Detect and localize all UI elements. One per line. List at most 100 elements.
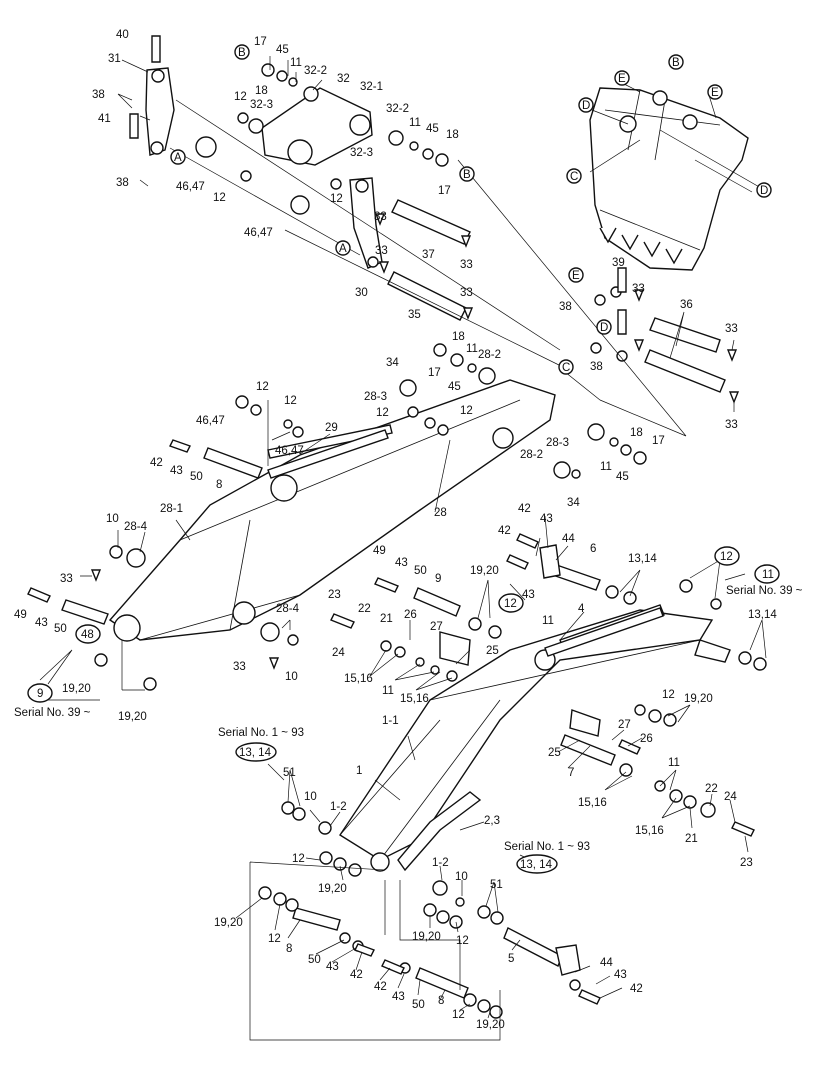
callout-12: 12 <box>452 1009 465 1021</box>
callout-23: 23 <box>740 857 753 869</box>
cylinder-4 <box>544 607 664 657</box>
callout-24: 24 <box>332 647 345 659</box>
callout-12: 12 <box>256 381 269 393</box>
washers-and-bushings <box>94 63 767 1019</box>
callout-8: 8 <box>438 995 444 1007</box>
callout-33: 33 <box>375 245 388 257</box>
callout-19-20: 19,20 <box>318 883 347 895</box>
callout-21: 21 <box>685 833 698 845</box>
callout-28-3: 28-3 <box>364 391 387 403</box>
callout-19-20: 19,20 <box>412 931 441 943</box>
link-bracket-left <box>145 67 175 156</box>
callout-43: 43 <box>395 557 408 569</box>
callout-17: 17 <box>438 185 451 197</box>
callout-22: 22 <box>705 783 718 795</box>
callout-39: 39 <box>612 257 625 269</box>
callout-31: 31 <box>108 53 121 65</box>
callout-43: 43 <box>540 513 553 525</box>
callout-15-16: 15,16 <box>578 797 607 809</box>
callout-10: 10 <box>455 871 468 883</box>
callout-22: 22 <box>358 603 371 615</box>
callout-1-2: 1-2 <box>330 801 347 813</box>
callout-19-20: 19,20 <box>118 711 147 723</box>
callout-12: 12 <box>234 91 247 103</box>
callout-43: 43 <box>170 465 183 477</box>
callout-12: 12 <box>376 407 389 419</box>
callout-18: 18 <box>255 85 268 97</box>
callout-49: 49 <box>14 609 27 621</box>
callout-13-14: 13, 14 <box>520 859 553 871</box>
callout-50: 50 <box>412 999 425 1011</box>
callout-7: 7 <box>568 767 574 779</box>
callout-5: 5 <box>508 953 514 965</box>
callout-50: 50 <box>414 565 427 577</box>
callout-18: 18 <box>452 331 465 343</box>
callout-45: 45 <box>426 123 439 135</box>
callout-15-16: 15,16 <box>635 825 664 837</box>
callout-46-47: 46,47 <box>275 445 304 457</box>
callout-15-16: 15,16 <box>400 693 429 705</box>
callout-42: 42 <box>350 969 363 981</box>
callout-32-1: 32-1 <box>360 81 383 93</box>
callout-9: 9 <box>37 688 43 700</box>
callout-29: 29 <box>325 422 338 434</box>
callout-43: 43 <box>392 991 405 1003</box>
callout-15-16: 15,16 <box>344 673 373 685</box>
callout-44: 44 <box>600 957 613 969</box>
callout-28-1: 28-1 <box>160 503 183 515</box>
callout-33: 33 <box>374 211 387 223</box>
callout-17: 17 <box>428 367 441 379</box>
callout-8: 8 <box>216 479 222 491</box>
callout-E: E <box>572 270 580 282</box>
callout-33: 33 <box>233 661 246 673</box>
callout-25: 25 <box>548 747 561 759</box>
callout-C: C <box>570 171 578 183</box>
callout-19-20: 19,20 <box>214 917 243 929</box>
callout-11: 11 <box>600 461 612 473</box>
callout-11: 11 <box>409 117 421 129</box>
callout-2-3: 2,3 <box>484 815 500 827</box>
callout-18: 18 <box>446 129 459 141</box>
serial-note: Serial No. 39 ~ <box>14 707 91 719</box>
callout-37: 37 <box>422 249 435 261</box>
callout-27: 27 <box>618 719 631 731</box>
callout-43: 43 <box>326 961 339 973</box>
callout-12: 12 <box>268 933 281 945</box>
callout-45: 45 <box>616 471 629 483</box>
callout-26: 26 <box>640 733 653 745</box>
callout-8: 8 <box>286 943 292 955</box>
callout-28-2: 28-2 <box>478 349 501 361</box>
callout-11: 11 <box>542 615 554 627</box>
callout-50: 50 <box>308 954 321 966</box>
callout-E: E <box>618 73 626 85</box>
callout-19-20: 19,20 <box>684 693 713 705</box>
bracket-25-upper <box>439 631 471 666</box>
callout-18: 18 <box>630 427 643 439</box>
callout-1-2: 1-2 <box>432 857 449 869</box>
serial-note: Serial No. 39 ~ <box>726 585 803 597</box>
serial-note: Serial No. 1 ~ 93 <box>504 841 590 853</box>
callout-10: 10 <box>304 791 317 803</box>
callout-42: 42 <box>630 983 643 995</box>
callout-33: 33 <box>725 419 738 431</box>
callout-11: 11 <box>668 757 680 769</box>
callout-32-2: 32-2 <box>386 103 409 115</box>
callout-50: 50 <box>54 623 67 635</box>
callout-40: 40 <box>116 29 129 41</box>
callout-19-20: 19,20 <box>62 683 91 695</box>
callout-21: 21 <box>380 613 393 625</box>
callout-28-4: 28-4 <box>276 603 300 615</box>
callout-9: 9 <box>435 573 441 585</box>
callout-11: 11 <box>290 57 302 69</box>
callout-38: 38 <box>559 301 572 313</box>
callout-36: 36 <box>680 299 693 311</box>
callout-38: 38 <box>590 361 603 373</box>
callout-32-3: 32-3 <box>250 99 273 111</box>
serial-note: Serial No. 1 ~ 93 <box>218 727 304 739</box>
callout-12: 12 <box>662 689 675 701</box>
callout-28-3: 28-3 <box>546 437 569 449</box>
callout-43: 43 <box>614 969 627 981</box>
callout-13-14: 13,14 <box>748 609 777 621</box>
pin-8-upper <box>203 447 263 479</box>
